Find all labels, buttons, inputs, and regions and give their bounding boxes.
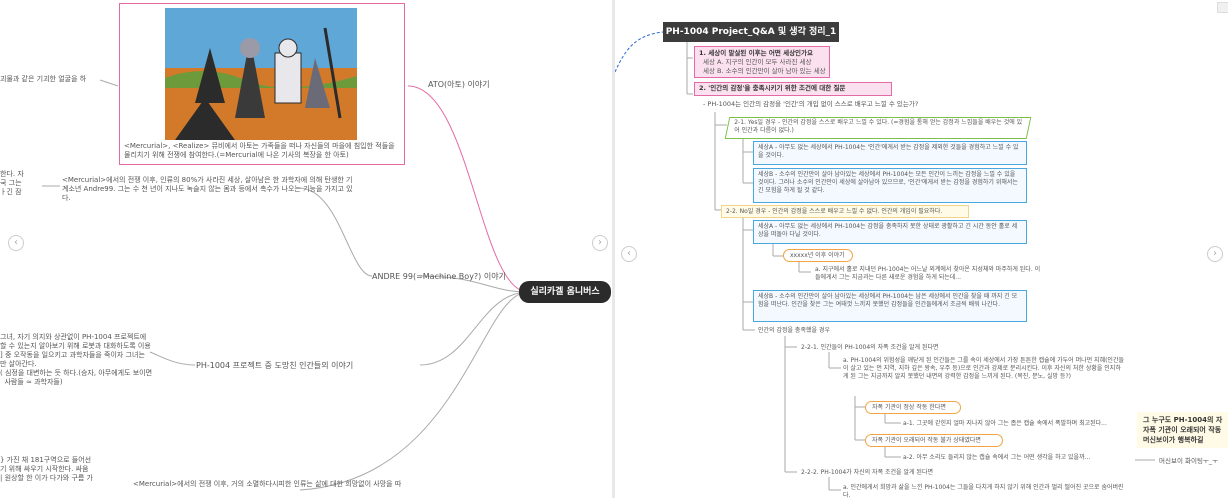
ph-story-node[interactable]: PH-1004 프로젝트 중 도망친 인간들의 이야기 <box>196 361 354 370</box>
self-destruct-broken-pill[interactable]: 자폭 기관이 오래되어 작동 불가 상태였다면 <box>865 434 1003 447</box>
yes-world-b-card[interactable]: 세상B - 소수의 인간만이 살아 남아있는 세상에서 PH-1004는 모든 … <box>753 168 1027 203</box>
ato-image-card[interactable]: <Mercurial>, <Realize> 뮤비에서 아토는 가족들을 떠나 … <box>119 3 405 165</box>
case-2-2-1-node[interactable]: 2-2-1. 인간들이 PH-1004의 자폭 조건을 알게 된다면 <box>801 344 939 351</box>
no-world-b-card[interactable]: 세상B - 소수의 인간만이 살아 남아있는 세상에서 PH-1004는 남은 … <box>753 290 1027 322</box>
xxxx-story-label: xxxxx년 이후 이야기 <box>790 252 845 259</box>
andre-description-text: <Mercurial>에서의 전쟁 이후, 인류의 80%가 사라진 세상, 살… <box>62 176 353 202</box>
andre-story-node[interactable]: ANDRE 99(=Machine Boy?) 이야기 <box>372 272 506 281</box>
yes-world-a-text: 세상A - 아무도 없는 세상에서 PH-1004는 '인간'에게서 받는 감정… <box>758 144 1019 159</box>
project-title-node[interactable]: PH-1004 Project_Q&A 및 생각 정리_1 <box>663 22 839 42</box>
yes-world-b-text: 세상B - 소수의 인간만이 살아 남아있는 세상에서 PH-1004는 모든 … <box>758 171 1018 194</box>
clipped-text-ph-left: 그녀, 자기 의지와 상관없이 PH-1004 프로젝트에 할 수 있는지 알아… <box>0 333 153 386</box>
self-destruct-works-label: 자폭 기관이 정상 작동 한다면 <box>872 404 946 411</box>
self-destruct-broken-text: a-2. 아무 소리도 들리지 않는 캡슐 속에서 그는 어떤 생각을 하고 있… <box>903 454 1091 461</box>
center-node-silicagel-omnibus[interactable]: 실리카겔 옴니버스 <box>519 281 611 303</box>
case-2-2-2-node[interactable]: 2-2-2. PH-1004가 자신의 자폭 조건을 알게 된다면 <box>801 469 933 476</box>
clipped-text-mid-left: 한다. 자 국 그는 ㅏ긴 잠 <box>0 170 24 196</box>
xxxx-story-pill[interactable]: xxxxx년 이후 이야기 <box>783 249 853 262</box>
project-title-label: PH-1004 Project_Q&A 및 생각 정리_1 <box>665 27 837 37</box>
panel-divider <box>612 0 615 498</box>
question-2-subtitle: - PH-1004는 인간의 감정을 '인간'의 개입 없이 스스로 배우고 느… <box>703 100 919 108</box>
right-panel-prev-button[interactable]: ‹ <box>621 246 637 262</box>
no-world-b-text: 세상B - 소수의 인간만이 살아 남아있는 세상에서 PH-1004는 남은 … <box>758 293 1018 308</box>
left-connector-lines <box>42 79 529 491</box>
mercurial-illustration <box>165 8 357 140</box>
question-1-world-a: 세상 A. 지구의 인간이 모두 사라진 세상 <box>703 58 812 66</box>
ato-story-node[interactable]: ATO(아토) 이야기 <box>428 80 490 89</box>
case-2-2-1-text: a. PH-1004의 위험성을 깨닫게 된 인간들은 그를 속이 세상에서 가… <box>843 357 1124 380</box>
scroll-thumb[interactable] <box>1217 2 1228 13</box>
question-2-card[interactable]: 2. '인간의 감정'을 충족시키기 위한 조건에 대한 질문 <box>694 82 892 96</box>
side-comment-reply: 머신보이 화이팅ㅜ_ㅜ <box>1159 457 1219 465</box>
clipped-text-top-left: 괴물과 같은 기괴한 얼굴을 하 <box>0 75 87 83</box>
right-connector-lines <box>615 31 1155 491</box>
side-comment-text: 그 누구도 PH-1004의 자 자폭 기관이 오래되어 작동 머신보이가 행복… <box>1143 416 1223 444</box>
side-comment-note[interactable]: 그 누구도 PH-1004의 자 자폭 기관이 오래되어 작동 머신보이가 행복… <box>1137 412 1228 448</box>
question-2-title: 2. '인간의 감정'을 충족시키기 위한 조건에 대한 질문 <box>699 84 846 92</box>
no-world-a-card[interactable]: 세상A - 아무도 없는 세상에서 PH-1004는 감정을 충족하지 못한 상… <box>753 220 1027 244</box>
question-1-title: 1. 세상이 말살된 이후는 어떤 세상인가요 <box>699 49 813 57</box>
left-panel-next-button[interactable]: › <box>592 235 608 251</box>
case-2-2-2-text: a. 인간에게서 희망과 삶을 느낀 PH-1004는 그들을 다치게 하지 않… <box>843 484 1124 498</box>
left-mindmap-panel: <Mercurial>, <Realize> 뮤비에서 아토는 가족들을 떠나 … <box>0 0 612 498</box>
clipped-text-bottom-left: } 가진 채 181구역으로 들어선 기 위해 싸우기 시작한다. 싸움 | 원… <box>0 456 93 482</box>
answer-yes-text: 2-1. Yes일 경우 - 인간의 감정을 스스로 배우고 느낄 수 있다. … <box>734 119 1023 134</box>
yes-world-a-card[interactable]: 세상A - 아무도 없는 세상에서 PH-1004는 '인간'에게서 받는 감정… <box>753 141 1027 165</box>
answer-yes-card[interactable]: 2-1. Yes일 경우 - 인간의 감정을 스스로 배우고 느낄 수 있다. … <box>724 117 1032 139</box>
right-panel-next-button[interactable]: › <box>1207 246 1223 262</box>
center-node-label: 실리카겔 옴니버스 <box>530 287 600 297</box>
ato-image-caption: <Mercurial>, <Realize> 뮤비에서 아토는 가족들을 떠나 … <box>124 142 395 159</box>
no-world-a-text: 세상A - 아무도 없는 세상에서 PH-1004는 감정을 충족하지 못한 상… <box>758 223 1018 238</box>
self-destruct-broken-label: 자폭 기관이 오래되어 작동 불가 상태였다면 <box>872 437 981 444</box>
right-mindmap-panel: PH-1004 Project_Q&A 및 생각 정리_1 1. 세상이 말살된… <box>615 0 1228 498</box>
left-panel-prev-button[interactable]: ‹ <box>8 235 24 251</box>
answer-no-card[interactable]: 2-2. No일 경우 - 인간의 감정을 스스로 배우고 느낄 수 없다. 인… <box>721 205 969 218</box>
xxxx-story-text: a. 지구에서 홀로 지내던 PH-1004는 어느날 외계에서 찾아온 지성체… <box>815 266 1041 281</box>
self-destruct-works-pill[interactable]: 자폭 기관이 정상 작동 한다면 <box>865 401 961 414</box>
question-1-card[interactable]: 1. 세상이 말살된 이후는 어떤 세상인가요 세상 A. 지구의 인간이 모두… <box>694 46 830 78</box>
clipped-text-bottom: <Mercurial>에서의 전쟁 이후, 거의 소멸하다시피한 인류는 삶에 … <box>133 480 402 488</box>
answer-no-text: 2-2. No일 경우 - 인간의 감정을 스스로 배우고 느낄 수 없다. 인… <box>726 208 943 215</box>
emotion-fulfilled-node[interactable]: 인간의 감정을 충족했을 경우 <box>758 327 830 334</box>
self-destruct-works-text: a-1. 그곳에 갇힌지 얼마 지나지 않아 그는 좁은 캡슐 속에서 폭발하며… <box>903 420 1107 427</box>
question-1-world-b: 세상 B. 소수의 인간만이 살아 남아 있는 세상 <box>703 67 826 75</box>
